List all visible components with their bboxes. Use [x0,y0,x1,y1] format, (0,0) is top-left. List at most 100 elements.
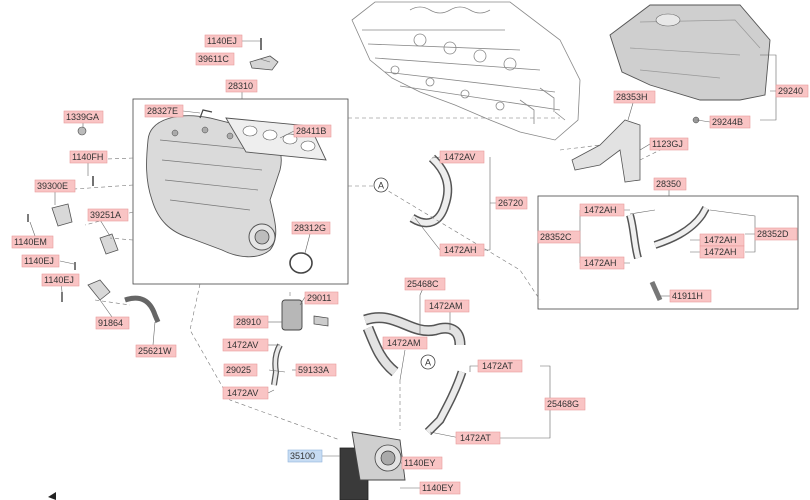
svg-text:29240: 29240 [778,86,803,96]
svg-text:29244B: 29244B [712,117,743,127]
part-label-1472at-b[interactable]: 1472AT [455,431,501,445]
svg-text:1472AH: 1472AH [584,258,617,268]
svg-text:1140EY: 1140EY [422,483,453,493]
svg-text:1140EY: 1140EY [404,458,435,468]
svg-text:1123GJ: 1123GJ [652,139,683,149]
svg-text:1140EJ: 1140EJ [24,256,54,266]
svg-text:1472AV: 1472AV [444,152,475,162]
svg-text:1472AH: 1472AH [584,205,617,215]
intake-manifold-group-frame [132,98,349,285]
pcv-bracket-illustration [571,119,641,183]
part-label-29244b[interactable]: 29244B [709,115,751,129]
svg-text:1472AT: 1472AT [482,361,513,371]
part-label-26720[interactable]: 26720 [495,196,528,210]
part-label-1472am-a[interactable]: 1472AM [424,299,470,313]
part-label-1472ah-b[interactable]: 1472AH [579,256,625,270]
svg-text:1472AV: 1472AV [227,388,258,398]
svg-text:25468C: 25468C [407,279,439,289]
svg-text:1472AT: 1472AT [460,433,491,443]
part-label-1472av-b[interactable]: 1472AV [222,386,269,400]
svg-text:59133A: 59133A [298,365,329,375]
part-label-28312g[interactable]: 28312G [291,221,331,235]
svg-text:1472AH: 1472AH [704,247,737,257]
svg-text:A: A [425,358,431,368]
svg-text:28411B: 28411B [296,126,326,136]
svg-text:25468G: 25468G [547,399,579,409]
svg-text:1472AH: 1472AH [444,245,477,255]
part-label-28353h[interactable]: 28353H [613,90,656,104]
svg-text:1339GA: 1339GA [66,112,99,122]
svg-text:28910: 28910 [236,317,261,327]
part-label-25468c[interactable]: 25468C [404,277,446,291]
svg-text:28312G: 28312G [294,223,326,233]
svg-text:A: A [378,181,384,191]
svg-text:28310: 28310 [228,81,253,91]
ref-marker-a-1: A [373,177,389,193]
svg-text:1140EJ: 1140EJ [44,275,74,285]
part-label-1472ah-c[interactable]: 1472AH [699,233,745,247]
part-label-29011[interactable]: 29011 [304,291,339,305]
part-label-91864[interactable]: 91864 [95,316,130,330]
svg-text:28352C: 28352C [540,232,572,242]
svg-text:35100: 35100 [290,451,315,461]
pcv-hose-group-frame [537,195,799,310]
svg-text:29011: 29011 [307,293,331,303]
part-label-28310[interactable]: 28310 [225,79,258,93]
svg-text:28353H: 28353H [616,92,648,102]
part-label-28352d[interactable]: 28352D [754,227,798,241]
part-label-28352c[interactable]: 28352C [537,230,581,244]
part-label-41911h[interactable]: 41911H [669,289,712,303]
part-label-1339ga[interactable]: 1339GA [63,110,104,124]
part-label-1140ej-mid[interactable]: 1140EJ [21,254,60,268]
svg-text:91864: 91864 [98,318,123,328]
sensor-parts-left-illustration [27,126,161,323]
part-label-1472at-a[interactable]: 1472AT [477,359,523,373]
svg-text:29025: 29025 [226,365,251,375]
part-label-25468g[interactable]: 25468G [544,397,586,411]
svg-text:1140EJ: 1140EJ [207,36,237,46]
arrow-icon [48,492,56,500]
purge-valve-illustration [271,299,329,386]
part-label-28910[interactable]: 28910 [233,315,269,329]
part-label-1140fh[interactable]: 1140FH [69,150,108,164]
part-label-29025[interactable]: 29025 [223,363,258,377]
svg-text:1472AM: 1472AM [387,338,421,348]
part-label-39251a[interactable]: 39251A [87,208,129,222]
part-label-1472ah-d[interactable]: 1472AH [699,245,745,259]
svg-text:1140EM: 1140EM [14,237,47,247]
svg-text:39300E: 39300E [37,181,68,191]
part-label-1472av-hose[interactable]: 1472AV [439,150,485,164]
part-label-1472am-b[interactable]: 1472AM [382,336,428,350]
part-label-39611c[interactable]: 39611C [195,52,235,66]
svg-text:41911H: 41911H [672,291,703,301]
part-label-1140ej-top[interactable]: 1140EJ [204,34,243,48]
svg-text:39611C: 39611C [198,54,229,64]
svg-text:1472AV: 1472AV [227,340,258,350]
part-label-28350[interactable]: 28350 [653,177,687,191]
part-label-1472av-a[interactable]: 1472AV [222,338,269,352]
part-label-1140ej-low[interactable]: 1140EJ [41,273,80,287]
part-label-1140em[interactable]: 1140EM [11,235,54,249]
part-label-25621w[interactable]: 25621W [135,344,177,358]
part-label-1472ah-hose[interactable]: 1472AH [439,243,485,257]
throttle-body-illustration [339,431,406,500]
part-label-1123gj[interactable]: 1123GJ [649,137,689,151]
o-ring-illustration [289,252,313,274]
svg-text:1472AH: 1472AH [704,235,737,245]
part-label-1140ey-a[interactable]: 1140EY [401,456,443,470]
part-label-28411b[interactable]: 28411B [293,124,332,138]
pcv-hose-illustration [626,206,710,302]
part-label-59133a[interactable]: 59133A [295,363,337,377]
svg-text:26720: 26720 [498,198,523,208]
ref-marker-a-2: A [420,354,436,370]
svg-text:1472AM: 1472AM [429,301,463,311]
part-label-29240[interactable]: 29240 [775,84,809,98]
part-label-1140ey-b[interactable]: 1140EY [419,481,461,495]
part-label-39300e[interactable]: 39300E [34,179,76,193]
svg-text:1140FH: 1140FH [72,152,103,162]
part-label-1472ah-a[interactable]: 1472AH [579,203,625,217]
part-label-28327e[interactable]: 28327E [144,104,184,118]
engine-cover-illustration [609,4,771,124]
part-label-35100[interactable]: 35100 [287,449,323,463]
